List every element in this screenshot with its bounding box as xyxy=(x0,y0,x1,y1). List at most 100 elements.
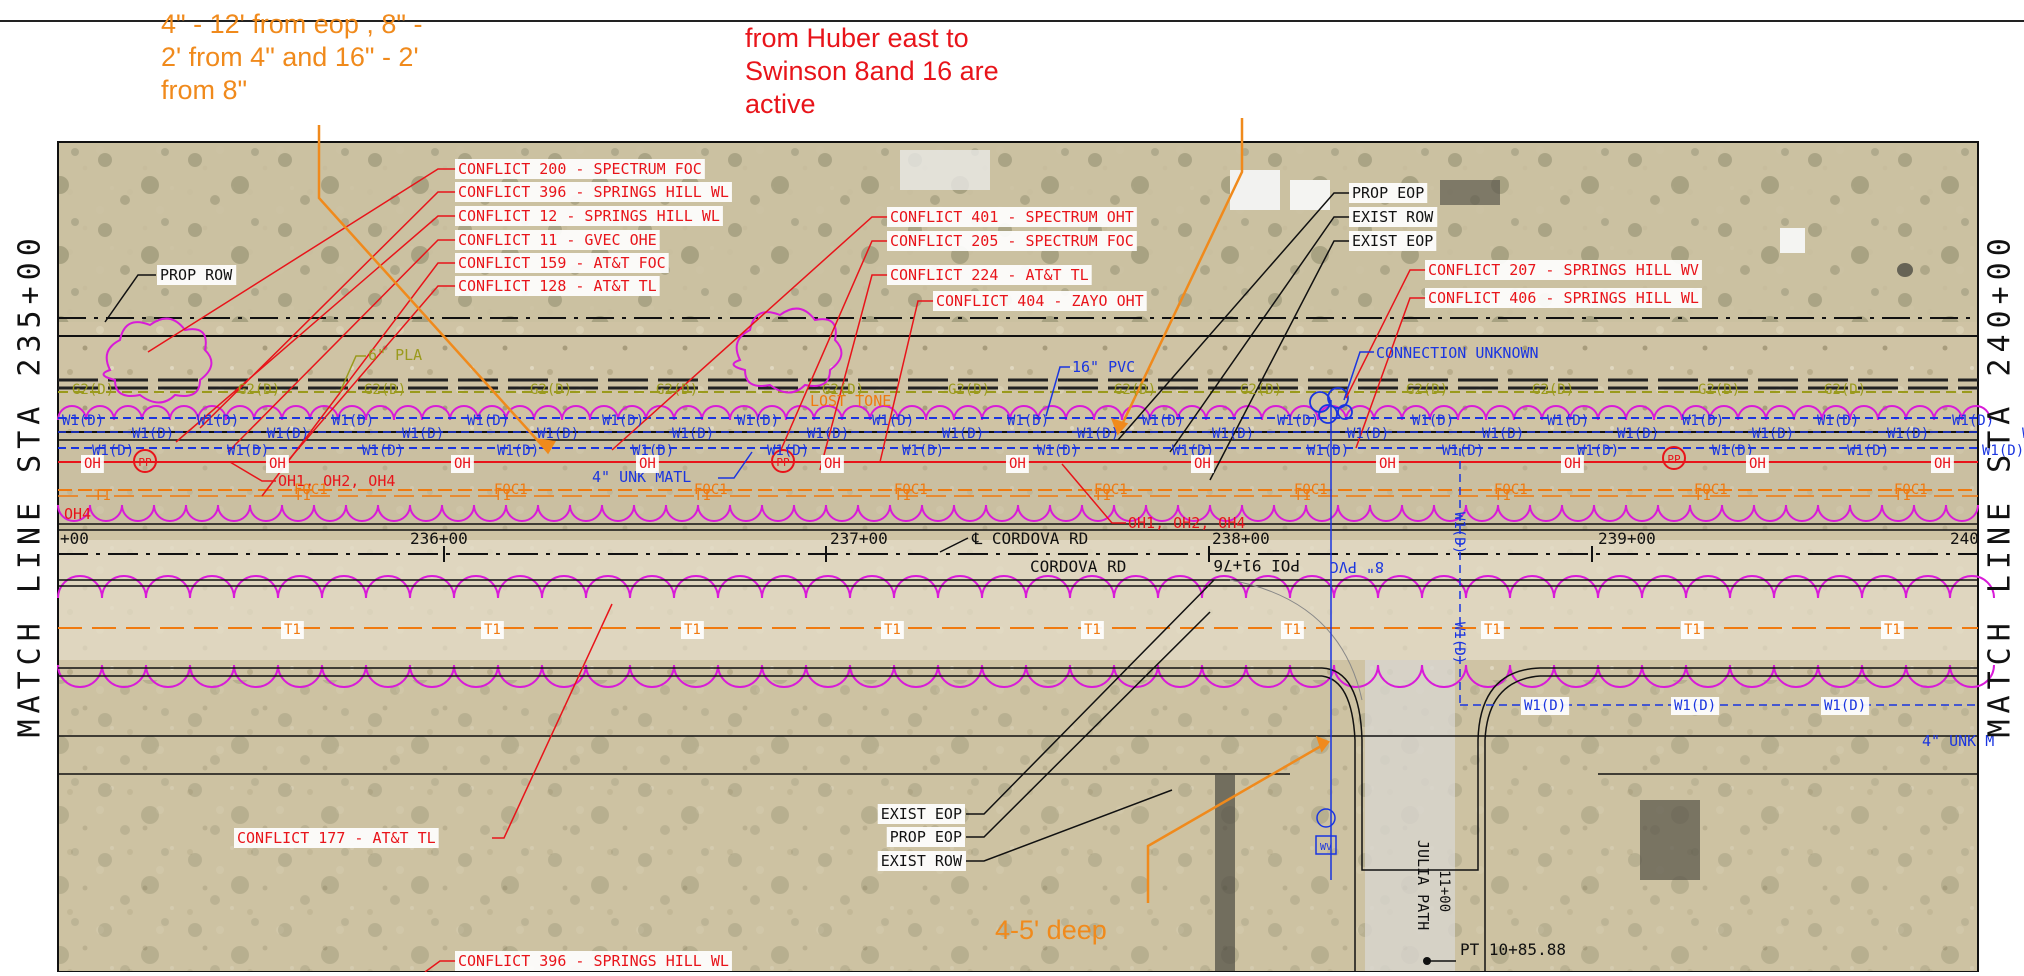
conflict-label: CONFLICT 396 - SPRINGS HILL WL xyxy=(458,952,729,970)
julia-path-label: JULIA PATH xyxy=(1414,840,1432,930)
telephone-code-label: T1 xyxy=(1894,488,1911,504)
telephone-code-label: T1 xyxy=(484,622,501,638)
conflict-label: CONFLICT 159 - AT&T FOC xyxy=(458,254,666,272)
fiber-code-label: FOC1 xyxy=(1294,482,1328,498)
overhead-code-label: OH xyxy=(454,456,471,472)
label-background xyxy=(1425,260,1702,280)
gas-code-label: G2(D) xyxy=(1698,382,1740,398)
cloud-row-utility xyxy=(57,504,1979,522)
label-background xyxy=(455,951,732,971)
water-code-label: W1(D) xyxy=(767,443,809,459)
label-background xyxy=(266,455,289,473)
water-code-label: W1(D) xyxy=(2022,426,2024,442)
water-code-label: W1(D) xyxy=(1347,426,1389,442)
label-background xyxy=(455,230,660,250)
water-code-label: W1(D) xyxy=(332,413,374,429)
label-background xyxy=(234,828,439,848)
telephone-code-label: T1 xyxy=(284,622,301,638)
leader-line xyxy=(261,262,456,497)
poi-label: POI 91+76 xyxy=(1213,556,1300,575)
note-clearances-line: 4" - 12' from eop , 8" - xyxy=(161,9,423,39)
telephone-code-label: T1 xyxy=(1694,488,1711,504)
leader-line xyxy=(1061,463,1126,524)
leader-line xyxy=(229,461,276,482)
note-active-lines-line: active xyxy=(745,89,816,119)
leader-line xyxy=(1343,351,1374,401)
label-background xyxy=(455,182,732,202)
conflict-label: CONFLICT 11 - GVEC OHE xyxy=(458,231,657,249)
lost-tone-label: LOST TONE xyxy=(810,392,891,410)
water-code-label: W1(D) xyxy=(1482,426,1524,442)
water-code-label: W1(D) xyxy=(1142,413,1184,429)
fiber-code-label: FOC1 xyxy=(894,482,928,498)
gas-code-label: G2(D) xyxy=(1114,382,1156,398)
gas-code-label: G2(D) xyxy=(364,382,406,398)
row-eop-label: EXIST EOP xyxy=(1352,232,1433,250)
cloud-row-north xyxy=(57,405,1991,421)
water-code-label: W1(D) xyxy=(267,426,309,442)
label-background xyxy=(1425,288,1702,308)
leader-line xyxy=(199,191,456,429)
fiber-code-label: FOC1 xyxy=(1694,482,1728,498)
label-background xyxy=(455,276,660,296)
station-label: 236+00 xyxy=(410,529,468,548)
label-background xyxy=(1376,455,1399,473)
leader-line xyxy=(966,789,1173,862)
label-background xyxy=(1746,455,1769,473)
row-eop-label: EXIST ROW xyxy=(881,852,963,870)
water-code-label: W1(D) xyxy=(362,443,404,459)
label-background xyxy=(1349,183,1428,203)
water-code-label: W1(D) xyxy=(1037,443,1079,459)
telephone-code-label: T1 xyxy=(1684,622,1701,638)
water-code-label: W1(D) xyxy=(807,426,849,442)
conflict-label: CONFLICT 177 - AT&T TL xyxy=(237,829,436,847)
leader-line xyxy=(611,216,888,451)
wv-label: WV xyxy=(1320,842,1332,853)
telephone-code-label: T1 xyxy=(1294,488,1311,504)
water-code-label: W1(D) xyxy=(1212,426,1254,442)
oh-group-label: OH1, OH2, OH4 xyxy=(278,472,395,490)
telephone-code-label: T1 xyxy=(694,488,711,504)
fiber-code-label: FOC1 xyxy=(1494,482,1528,498)
julia-path-curbs xyxy=(1321,667,1541,871)
driveway-curve xyxy=(1229,579,1363,701)
station-label: 240 xyxy=(1950,529,1979,548)
station-label: +00 xyxy=(60,529,89,548)
row-eop-label: EXIST EOP xyxy=(881,805,962,823)
label-background xyxy=(1349,231,1437,251)
overhead-code-label: OH xyxy=(639,456,656,472)
station-label: 237+00 xyxy=(830,529,888,548)
gas-code-label: G2(D) xyxy=(530,382,572,398)
label-background xyxy=(455,253,669,273)
fiber-code-label: FOC1 xyxy=(1894,482,1928,498)
water-code-label: W1(D) xyxy=(1007,413,1049,429)
gas-code-label: G2(D) xyxy=(822,382,864,398)
water-code-label: W1(D) xyxy=(902,443,944,459)
label-background xyxy=(821,455,844,473)
water-code-label: W1(D) xyxy=(1077,426,1119,442)
label-background xyxy=(1561,455,1584,473)
label-background xyxy=(451,455,474,473)
water-code-label: W1(D) xyxy=(1847,443,1889,459)
leader-line xyxy=(175,215,456,443)
fiber-code-label: FOC1 xyxy=(1094,482,1128,498)
note-clearances-line: 2' from 4" and 16" - 2' xyxy=(161,42,419,72)
telephone-code-label: T1 xyxy=(894,488,911,504)
pt-label: PT 10+85.88 xyxy=(1460,940,1566,959)
telephone-code-label: T1 xyxy=(1884,622,1901,638)
overhead-code-label: OH xyxy=(1749,456,1766,472)
water-code-label: W1(D) xyxy=(132,426,174,442)
leader-line xyxy=(1045,366,1070,417)
conflict-label: CONFLICT 200 - SPECTRUM FOC xyxy=(458,160,702,178)
leader-line xyxy=(1169,216,1350,453)
gas-code-label: G2(D) xyxy=(1824,382,1866,398)
water-code-label: W1(D) xyxy=(497,443,539,459)
label-background xyxy=(1881,621,1904,639)
conflict-label: CONFLICT 404 - ZAYO OHT xyxy=(936,292,1144,310)
gas-code-label: G2(D) xyxy=(1240,382,1282,398)
overhead-code-label: OH xyxy=(1934,456,1951,472)
label-background xyxy=(81,455,104,473)
leader-line xyxy=(492,603,613,839)
